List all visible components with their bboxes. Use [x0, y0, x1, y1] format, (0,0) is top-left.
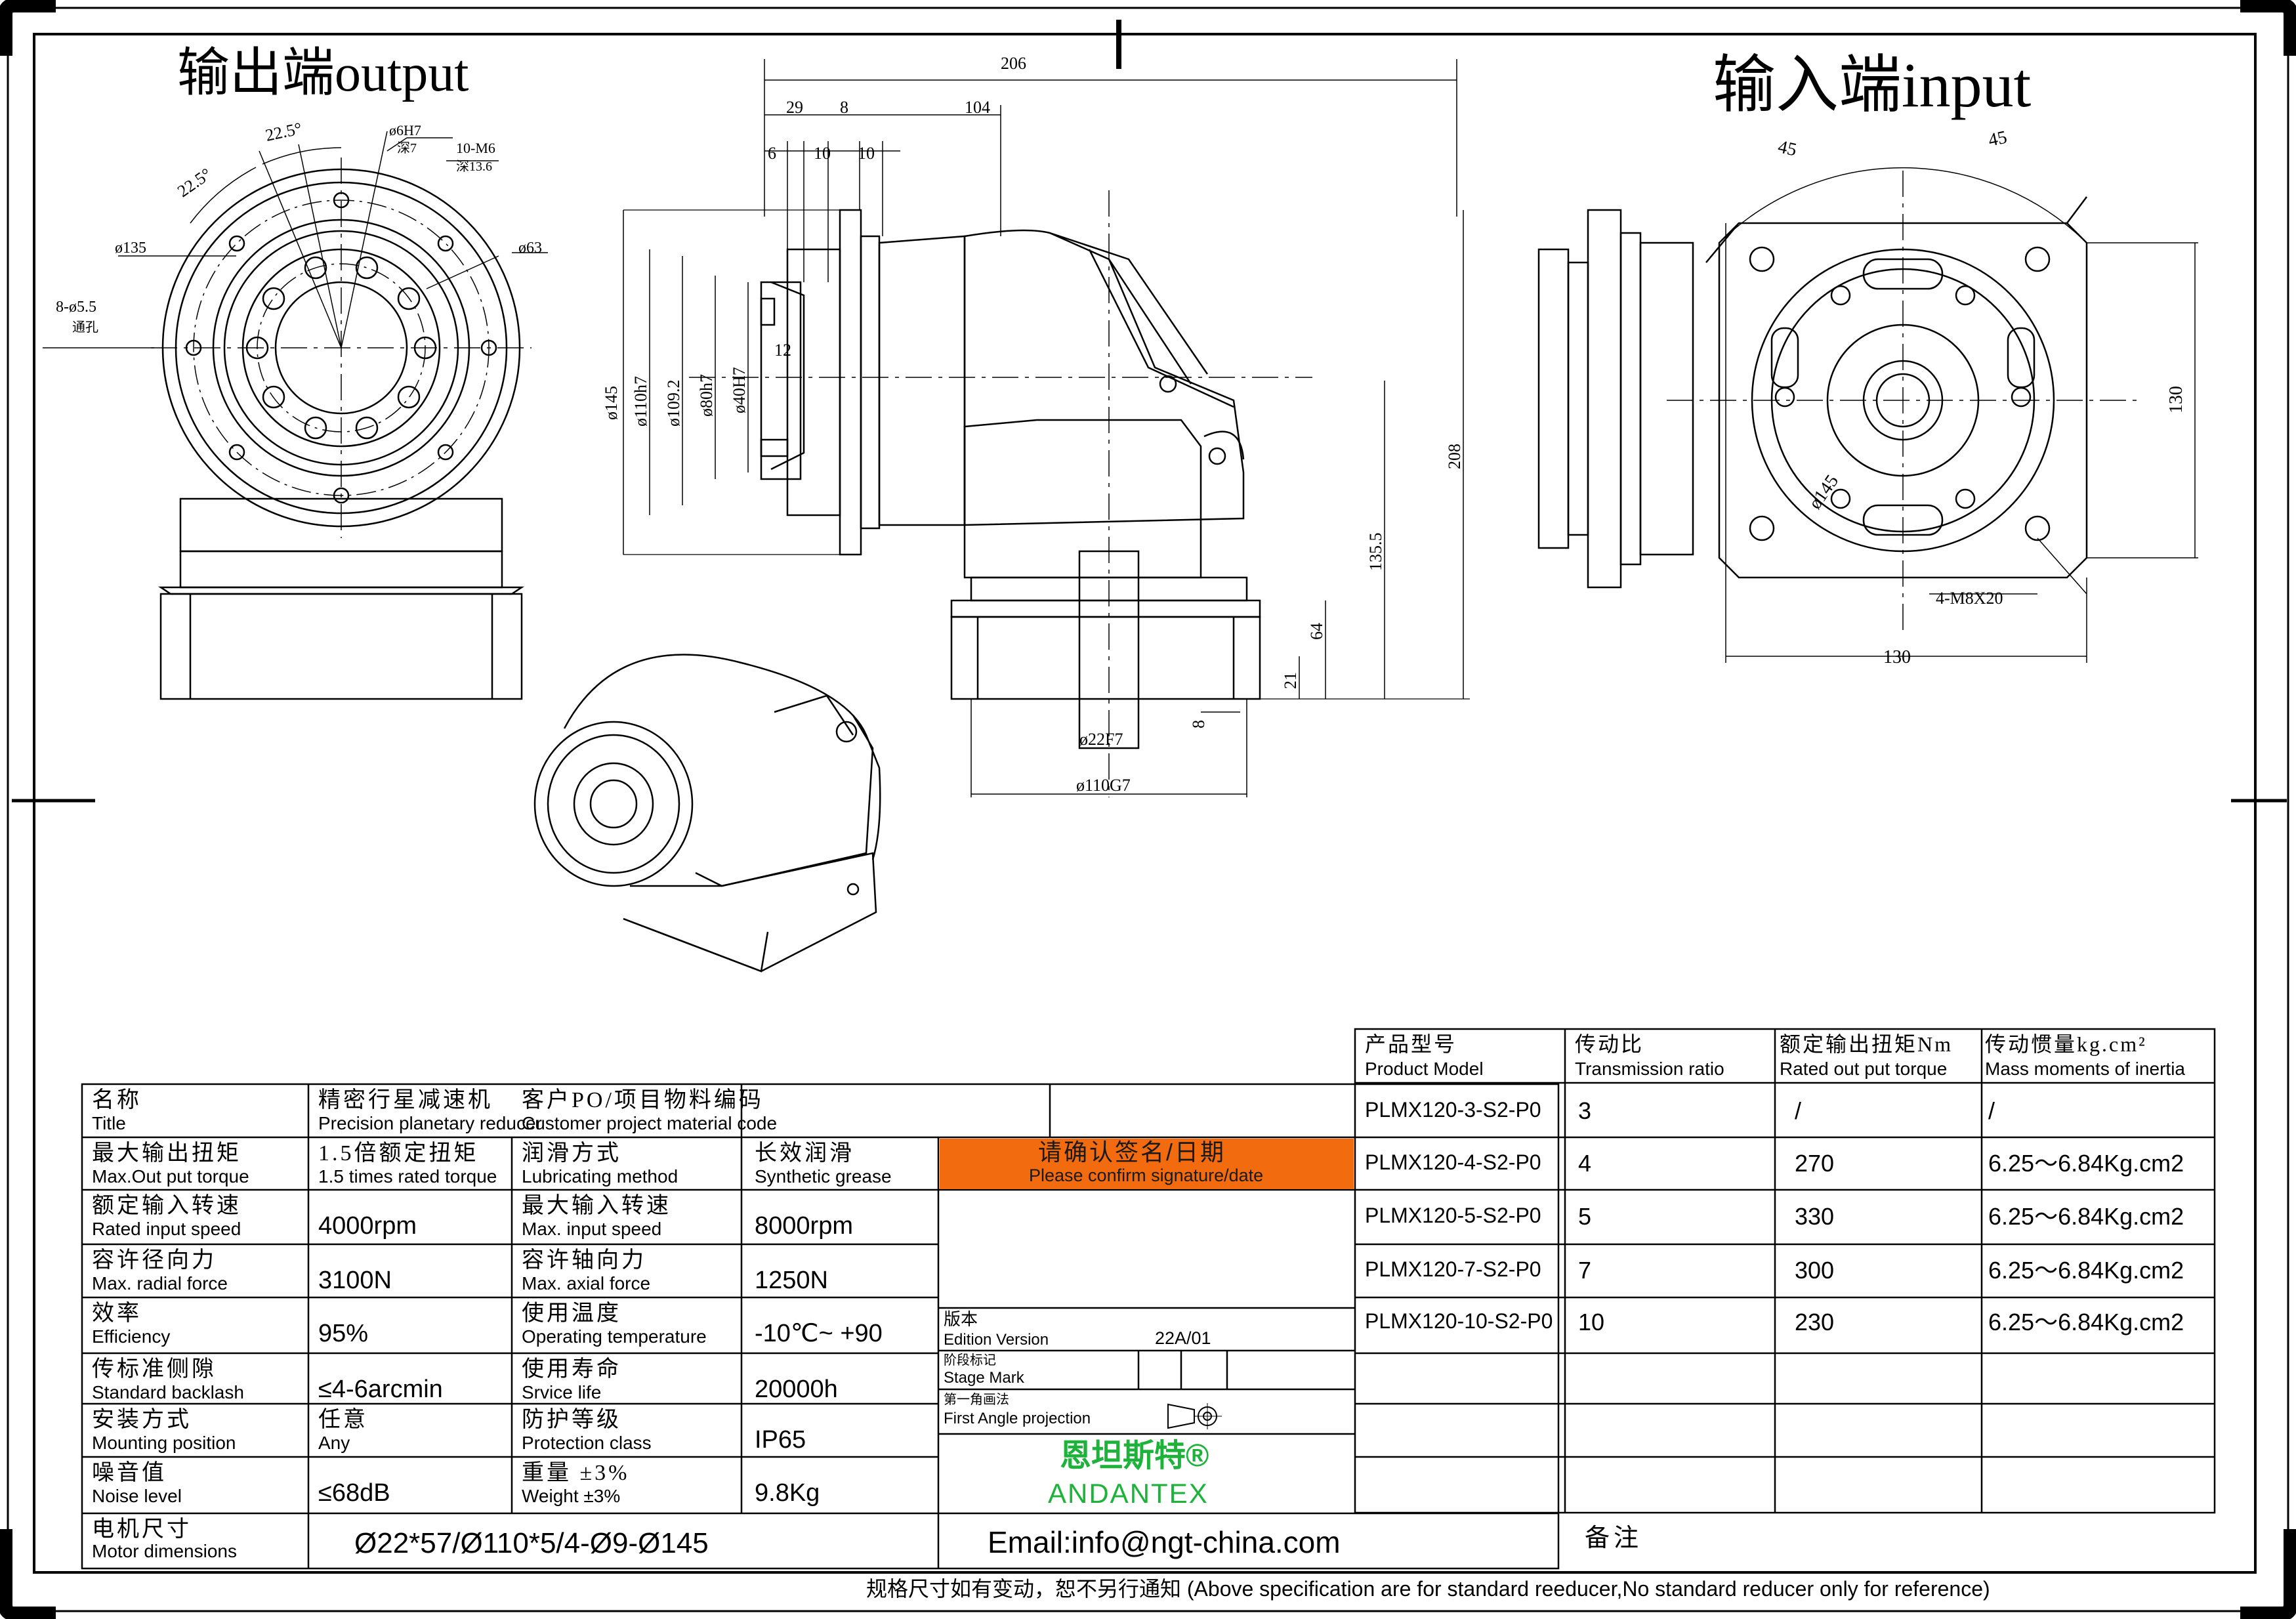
dim-side-d80: ø80h7	[697, 374, 716, 417]
dim-side-64: 64	[1307, 623, 1326, 640]
dim-side-6: 6	[768, 144, 776, 163]
dim-side-21: 21	[1281, 672, 1300, 689]
input-heading: 输入端input	[1713, 50, 2032, 120]
dim-output-d6-depth: 深7	[397, 140, 417, 156]
dim-side-208: 208	[1445, 444, 1464, 469]
dim-output-tap-depth: 深13.6	[456, 159, 492, 174]
dim-side-29: 29	[786, 98, 803, 117]
input-corner-holes	[1749, 246, 2051, 541]
dim-side-135: 135.5	[1366, 533, 1385, 572]
dim-side-8b: 8	[1189, 720, 1208, 728]
dim-output-holes: 8-ø5.5	[56, 299, 96, 316]
dim-input-45a: 45	[1776, 137, 1799, 160]
dim-input-45b: 45	[1986, 127, 2009, 151]
dim-side-d22: ø22F7	[1079, 730, 1123, 749]
dim-side-d110g7: ø110G7	[1076, 776, 1131, 795]
dim-output-d6: ø6H7	[389, 122, 421, 138]
dim-side-12: 12	[774, 341, 791, 360]
dim-side-10a: 10	[814, 144, 831, 163]
dim-side-d110h7: ø110h7	[631, 376, 650, 427]
side-view	[623, 59, 1470, 797]
dim-input-130v: 130	[2166, 386, 2186, 413]
first-angle-projection-icon	[1167, 1403, 1222, 1429]
model-table	[1354, 1028, 2216, 1514]
dim-angle-2: 22.5°	[264, 119, 304, 145]
spec-table	[81, 1083, 1560, 1570]
input-end-view	[1537, 167, 2198, 663]
dim-output-holes-note: 通孔	[72, 320, 98, 335]
dim-side-104: 104	[965, 98, 990, 117]
dim-output-tap: 10-M6	[456, 140, 495, 156]
output-end-view	[43, 131, 548, 700]
dim-side-206: 206	[1001, 54, 1026, 73]
dim-output-d63: ø63	[518, 240, 542, 257]
output-heading: 输出端output	[177, 45, 469, 102]
dim-side-8: 8	[840, 98, 848, 117]
dim-input-130h: 130	[1883, 647, 1911, 667]
dim-output-d135: ø135	[115, 240, 146, 257]
dim-angle-1: 22.5°	[174, 164, 215, 201]
confirm-signature-box	[940, 1139, 1354, 1189]
dim-side-d109: ø109.2	[664, 380, 683, 427]
dim-side-d145: ø145	[602, 386, 621, 420]
isometric-view	[533, 654, 881, 973]
dim-input-tap: 4-M8X20	[1936, 589, 2003, 608]
dim-side-d40: ø40H7	[730, 367, 749, 413]
dim-side-10b: 10	[858, 144, 875, 163]
